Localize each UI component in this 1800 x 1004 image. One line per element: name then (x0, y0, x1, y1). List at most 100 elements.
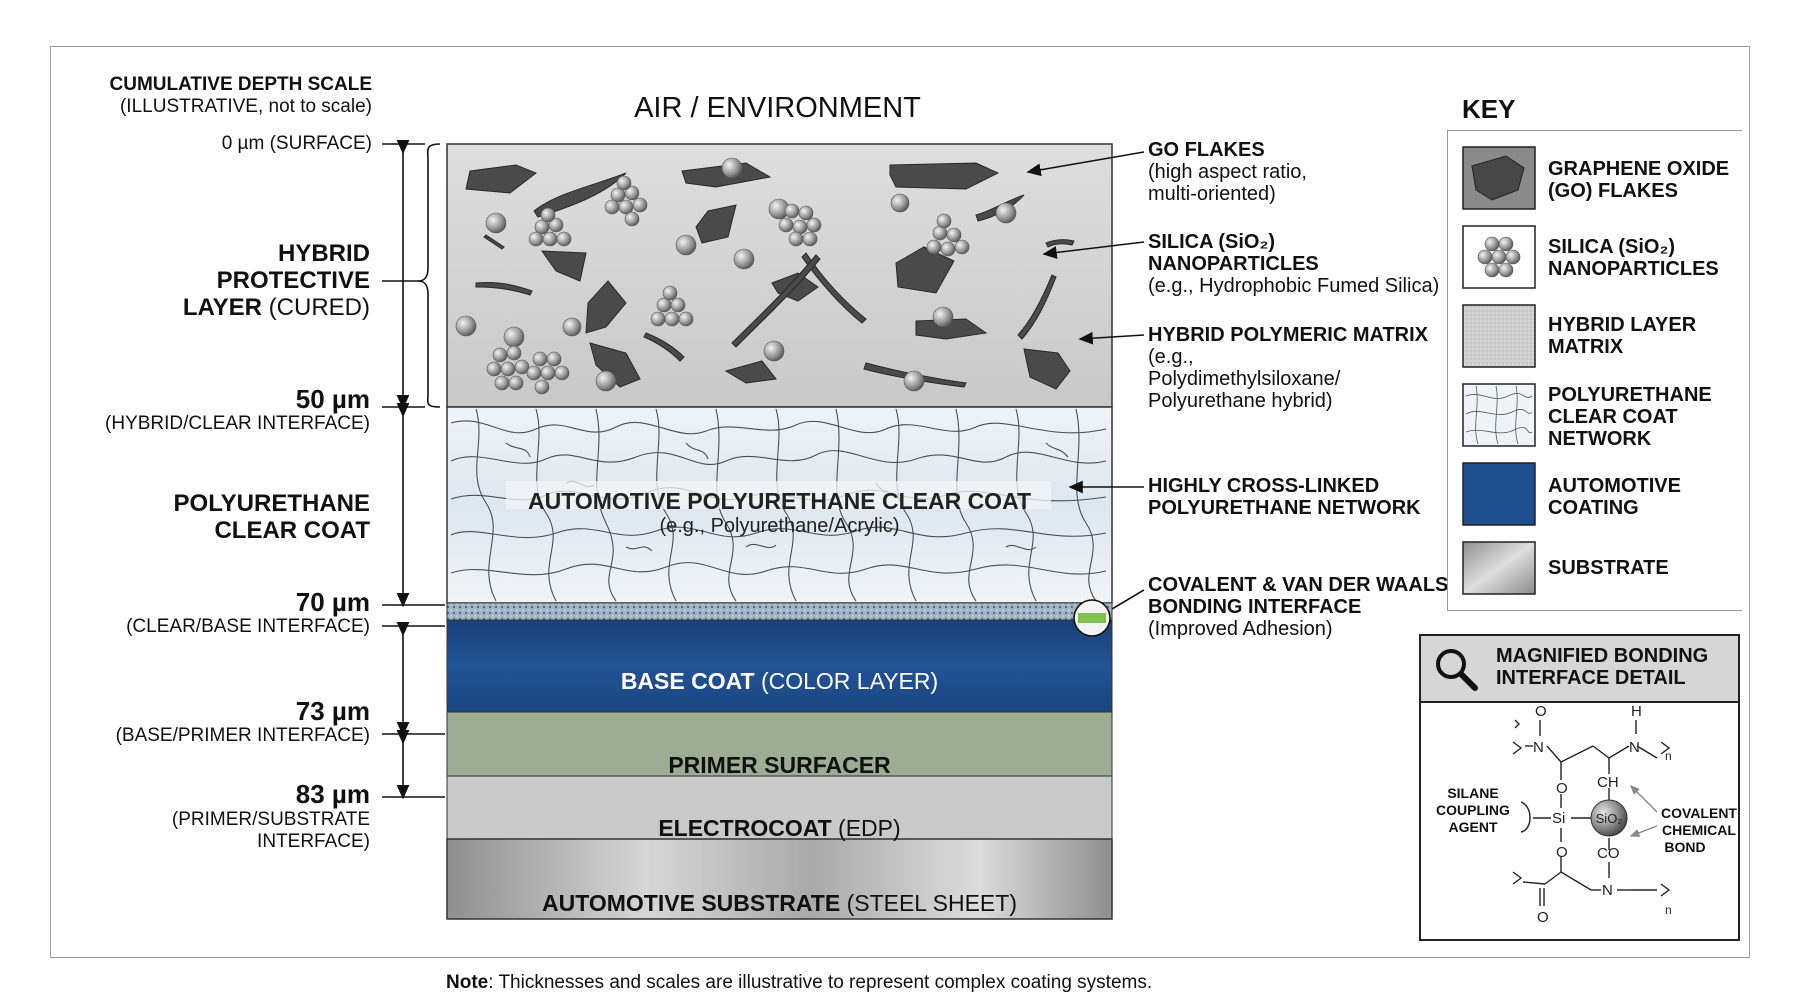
depth-83-label: 83 µm (295, 779, 370, 809)
go-flakes (465, 162, 1075, 390)
callout-bond-title2: BONDING INTERFACE (1148, 596, 1362, 618)
callout-go-sub2: multi-oriented) (1148, 183, 1276, 205)
key-item-matrix-l1: HYBRID LAYER (1548, 314, 1697, 336)
electrocoat-label-rest: (EDP) (831, 815, 901, 841)
silica-clusters (486, 175, 970, 395)
callout-bond-title1: COVALENT & VAN DER WAALS (1148, 574, 1449, 596)
magnified-title-l2: INTERFACE DETAIL (1496, 667, 1686, 689)
diagram-frame (50, 46, 1750, 958)
sub-n-top: n (1665, 749, 1672, 763)
callout-network-title2: POLYURETHANE NETWORK (1148, 497, 1421, 519)
atom-ch: CH (1597, 774, 1619, 791)
callout-go: GO FLAKES (high aspect ratio, multi-orie… (1148, 139, 1307, 205)
key-item-network: POLYURETHANE CLEAR COAT NETWORK (1548, 384, 1712, 450)
silane-label-l2: COUPLING (1436, 802, 1510, 818)
callout-matrix-sub3: Polyurethane hybrid) (1148, 390, 1333, 412)
key-item-matrix: HYBRID LAYER MATRIX (1548, 314, 1696, 358)
clear-coat-label-backdrop (506, 481, 1051, 509)
key-title: KEY (1462, 94, 1516, 124)
pu-region-line2: CLEAR COAT (214, 517, 370, 544)
depth-70-label: 70 µm (295, 587, 370, 617)
key-item-go-l1: GRAPHENE OXIDE (1548, 158, 1730, 180)
base-coat-layer (446, 619, 1113, 713)
magnify-marker-fill (1078, 613, 1106, 623)
atom-co: CO (1597, 845, 1620, 862)
atom-h: H (1631, 703, 1642, 720)
electrocoat-label-bold: ELECTROCOAT (658, 815, 832, 841)
coating-layer-stack (446, 143, 1113, 920)
key-item-automotive-l2: COATING (1548, 497, 1639, 519)
hybrid-region-line1: HYBRID (277, 240, 370, 267)
substrate-label-rest: (STEEL SHEET) (840, 890, 1017, 916)
silane-label-l1: SILANE (1447, 785, 1498, 801)
primer-layer (446, 711, 1113, 777)
molecule-diagram: O N H N n O CH Si O CO N O n SiO₂ SILANE… (1436, 703, 1737, 926)
callout-network: HIGHLY CROSS-LINKED POLYURETHANE NETWORK (1148, 475, 1421, 519)
sio2-label: SiO₂ (1596, 811, 1623, 826)
atom-o-lower: O (1556, 844, 1568, 861)
footnote-text: : Thicknesses and scales are illustrativ… (488, 972, 1153, 993)
key-item-substrate: SUBSTRATE (1548, 557, 1669, 579)
key-item-network-l2: CLEAR COAT (1548, 406, 1678, 428)
depth-83-sub: (PRIMER/SUBSTRATE INTERFACE) (40, 809, 370, 853)
key-item-automotive-l1: AUTOMOTIVE (1548, 475, 1681, 497)
callout-silica-title1: SILICA (SiO₂) (1148, 231, 1276, 253)
atom-n-top: N (1533, 739, 1544, 756)
atom-o-top: O (1535, 703, 1547, 720)
callout-bond-sub: (Improved Adhesion) (1148, 618, 1333, 640)
depth-scale-lines (382, 140, 445, 800)
air-environment-title: AIR / ENVIRONMENT (634, 92, 921, 124)
substrate-layer (446, 838, 1113, 920)
atom-o-bottom: O (1537, 909, 1549, 926)
depth-0-label: 0 µm (SURFACE) (221, 133, 372, 154)
magnified-title: MAGNIFIED BONDING INTERFACE DETAIL (1496, 645, 1708, 689)
clear-coat-sub: (e.g., Polyurethane/Acrylic) (659, 515, 900, 537)
depth-70-sub: (CLEAR/BASE INTERFACE) (126, 616, 370, 637)
magnifier-icon (1436, 649, 1478, 691)
base-coat-label: BASE COAT (COLOR LAYER) (446, 668, 1113, 695)
depth-50-sub: (HYBRID/CLEAR INTERFACE) (105, 413, 370, 434)
key-swatch-silica (1462, 225, 1536, 289)
magnified-title-l1: MAGNIFIED BONDING (1496, 645, 1709, 667)
key-swatch-network (1462, 383, 1536, 447)
magnified-header (1421, 636, 1738, 703)
atom-n-bottom: N (1602, 882, 1613, 899)
hybrid-region-line3-normal: (CURED) (262, 294, 370, 321)
depth-83-sub-line2: INTERFACE) (257, 831, 370, 852)
covalent-label-l1: COVALENT (1661, 805, 1737, 821)
key-swatch-go (1462, 146, 1536, 210)
substrate-label: AUTOMOTIVE SUBSTRATE (STEEL SHEET) (446, 890, 1113, 917)
silane-label-l3: AGENT (1449, 819, 1498, 835)
covalent-label-l2: CHEMICAL (1662, 822, 1736, 838)
atom-n-top2: N (1629, 739, 1640, 756)
key-item-silica-l2: NANOPARTICLES (1548, 258, 1719, 280)
key-item-go-l2: (GO) FLAKES (1548, 180, 1678, 202)
depth-73-label: 73 µm (295, 696, 370, 726)
atom-o-left: O (1556, 780, 1568, 797)
key-item-automotive: AUTOMOTIVE COATING (1548, 475, 1681, 519)
footnote: Note: Thicknesses and scales are illustr… (446, 972, 1152, 994)
magnified-panel (1419, 634, 1740, 941)
callout-matrix-sub2: Polydimethylsiloxane/ (1148, 368, 1341, 390)
primer-label: PRIMER SURFACER (668, 752, 891, 778)
base-coat-label-rest: (COLOR LAYER) (754, 668, 939, 694)
hybrid-region-line3: LAYER (CURED) (40, 294, 370, 321)
electrocoat-label: ELECTROCOAT (EDP) (446, 815, 1113, 842)
sub-n-bottom: n (1665, 903, 1672, 917)
callout-matrix-sub1: (e.g., (1148, 346, 1194, 368)
key-item-go: GRAPHENE OXIDE (GO) FLAKES (1548, 158, 1729, 202)
atom-si: Si (1552, 810, 1565, 827)
substrate-label-bold: AUTOMOTIVE SUBSTRATE (542, 890, 841, 916)
base-coat-label-bold: BASE COAT (620, 668, 755, 694)
key-item-silica-l1: SILICA (SiO₂) (1548, 236, 1676, 258)
key-item-network-l1: POLYURETHANE (1548, 384, 1712, 406)
callout-bond: COVALENT & VAN DER WAALS BONDING INTERFA… (1148, 574, 1448, 640)
clear-coat-title: AUTOMOTIVE POLYURETHANE CLEAR COAT (527, 488, 1032, 514)
hybrid-region-label: HYBRID PROTECTIVE LAYER (CURED) (40, 240, 370, 321)
callout-silica-sub: (e.g., Hydrophobic Fumed Silica) (1148, 275, 1440, 297)
callout-matrix-title: HYBRID POLYMERIC MATRIX (1148, 324, 1429, 346)
electrocoat-layer (446, 775, 1113, 840)
depth-73-sub: (BASE/PRIMER INTERFACE) (115, 725, 370, 746)
callout-arrows (1026, 151, 1145, 610)
key-swatches (1462, 146, 1536, 595)
